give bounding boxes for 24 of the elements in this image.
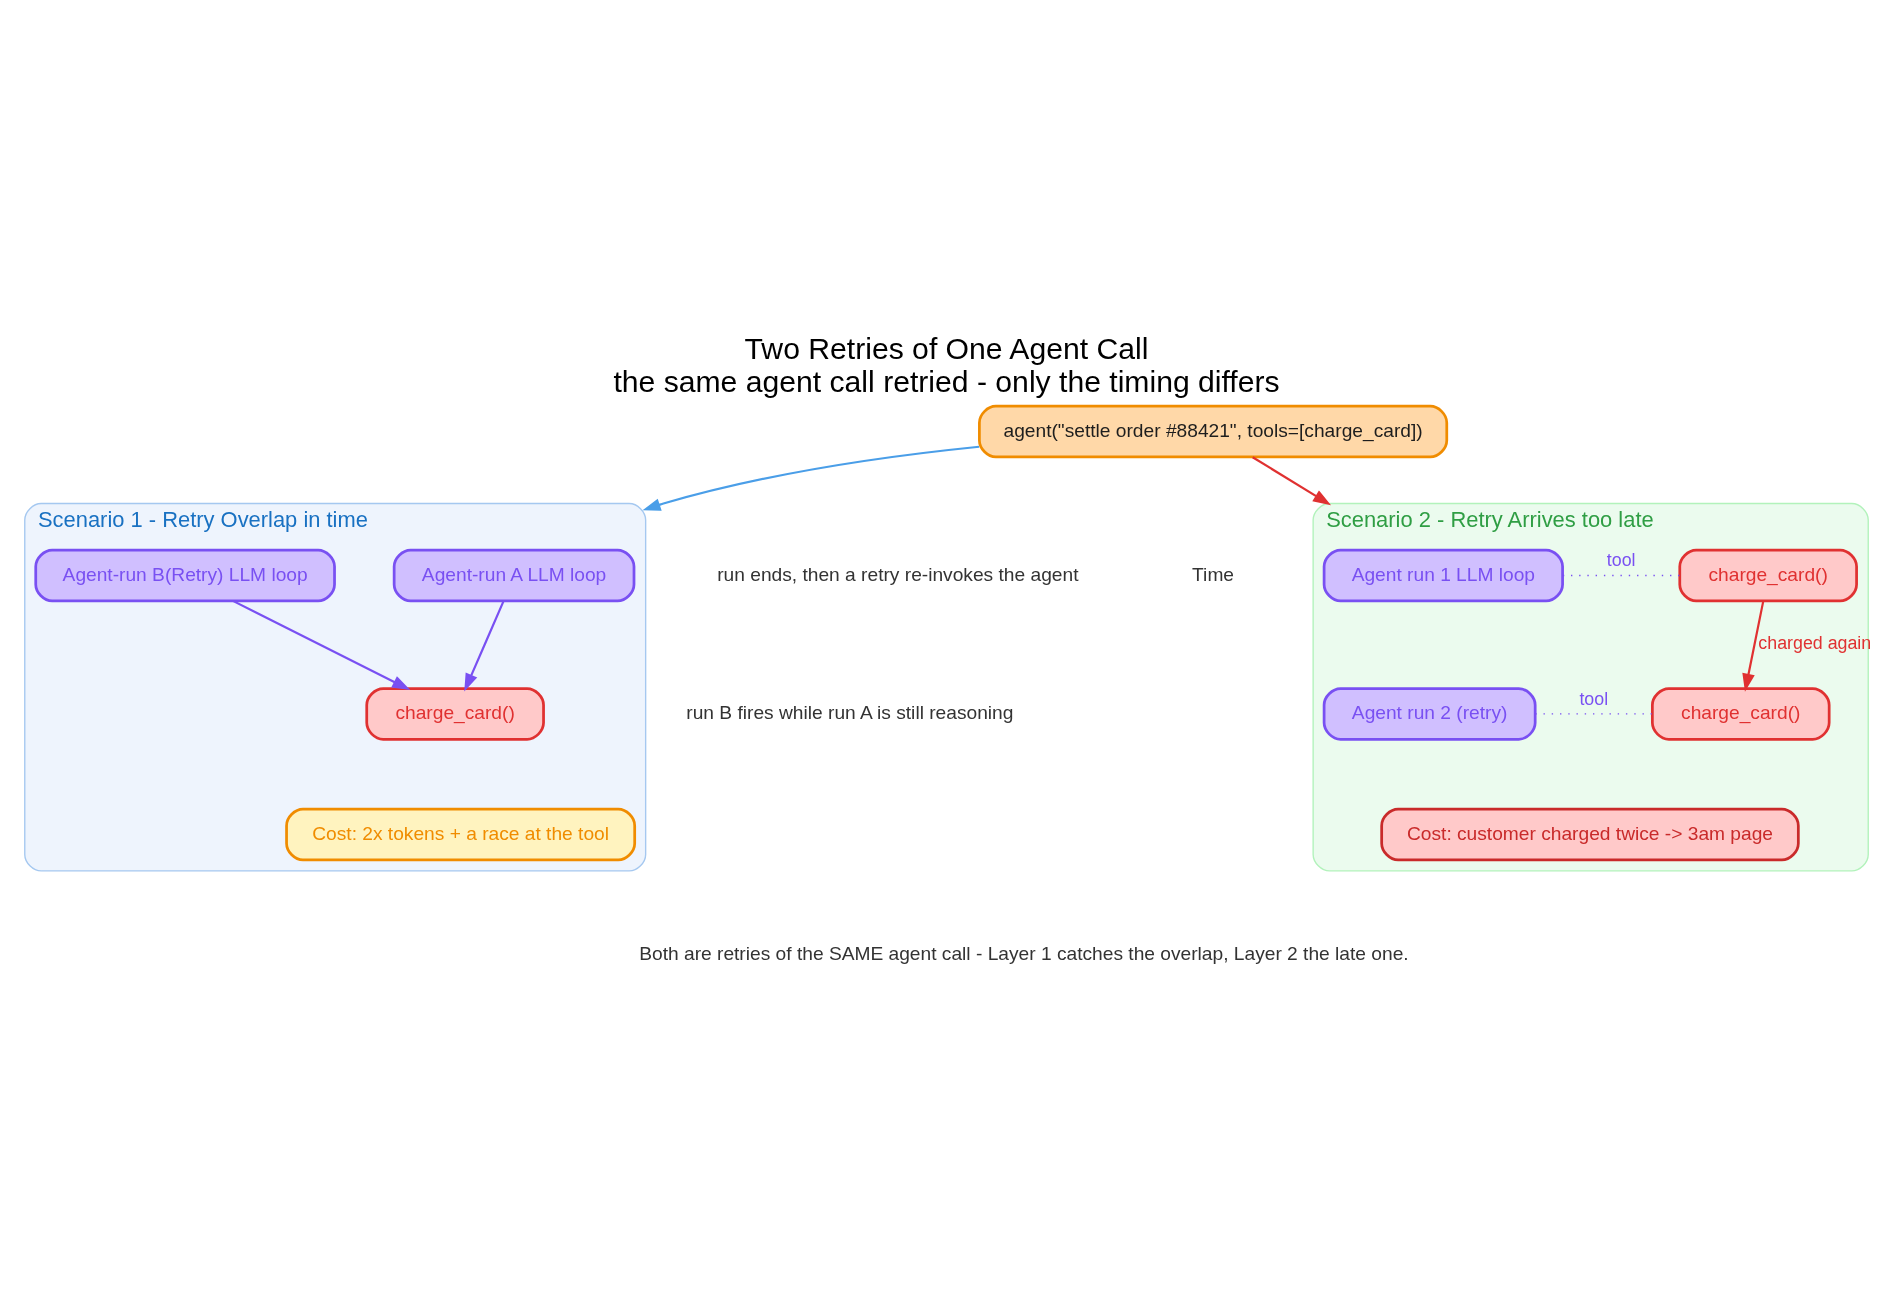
node-box: Cost: 2x tokens + a race at the tool: [285, 807, 637, 861]
arrow: [1252, 455, 1332, 505]
label: Both are retries of the SAME agent call - Layer 1 catches the overlap, Layer 2 the late one.: [639, 942, 1409, 964]
edge-label: tool: [1579, 688, 1609, 709]
node-box: agent("settle order #88421", tools=[charge_card]): [978, 404, 1449, 458]
node-box: Agent-run A LLM loop: [392, 548, 636, 602]
diagram-title: Two Retries of One Agent Call: [744, 331, 1149, 365]
node-box: Agent-run B(Retry) LLM loop: [34, 548, 336, 602]
node-box: Agent run 2 (retry): [1322, 686, 1537, 741]
arrow: [1742, 600, 1765, 692]
label: run B fires while run A is still reasoning: [686, 701, 1014, 723]
caption: the same agent call retried - only the timing differs: [613, 364, 1280, 398]
node-box: Cost: customer charged twice -> 3am page: [1380, 807, 1800, 861]
edge-label: tool: [1606, 549, 1636, 570]
node-box: charge_card(): [1678, 548, 1858, 602]
node-box: Agent run 1 LLM loop: [1322, 548, 1564, 602]
edge-label: charged again: [1758, 632, 1872, 653]
arrow: [642, 445, 980, 511]
node-box: charge_card(): [365, 686, 545, 741]
label: run ends, then a retry re-invokes the agent: [717, 563, 1079, 585]
arrow: [464, 600, 505, 692]
arrow: [232, 599, 411, 690]
label: Time: [1192, 563, 1235, 585]
node-box: charge_card(): [1651, 686, 1831, 741]
